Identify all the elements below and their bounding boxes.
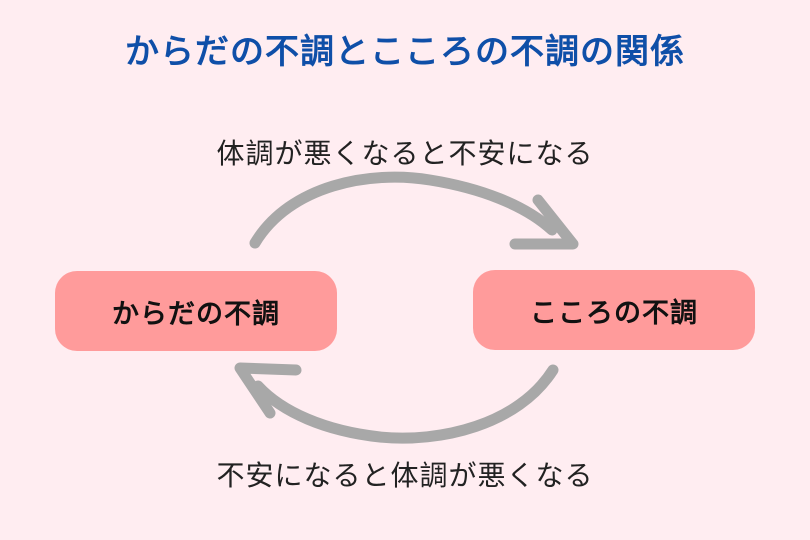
mind-node: こころの不調 — [473, 270, 755, 350]
bottom-arrow — [234, 362, 559, 444]
mind-node-label: こころの不調 — [530, 297, 698, 329]
top-arrow — [249, 171, 579, 250]
diagram-title: からだの不調とこころの不調の関係 — [125, 32, 685, 72]
top-caption: 体調が悪くなると不安になる — [216, 137, 594, 170]
bottom-caption: 不安になると体調が悪くなる — [216, 459, 594, 492]
body-node: からだの不調 — [55, 271, 337, 351]
body-node-label: からだの不調 — [112, 298, 280, 330]
